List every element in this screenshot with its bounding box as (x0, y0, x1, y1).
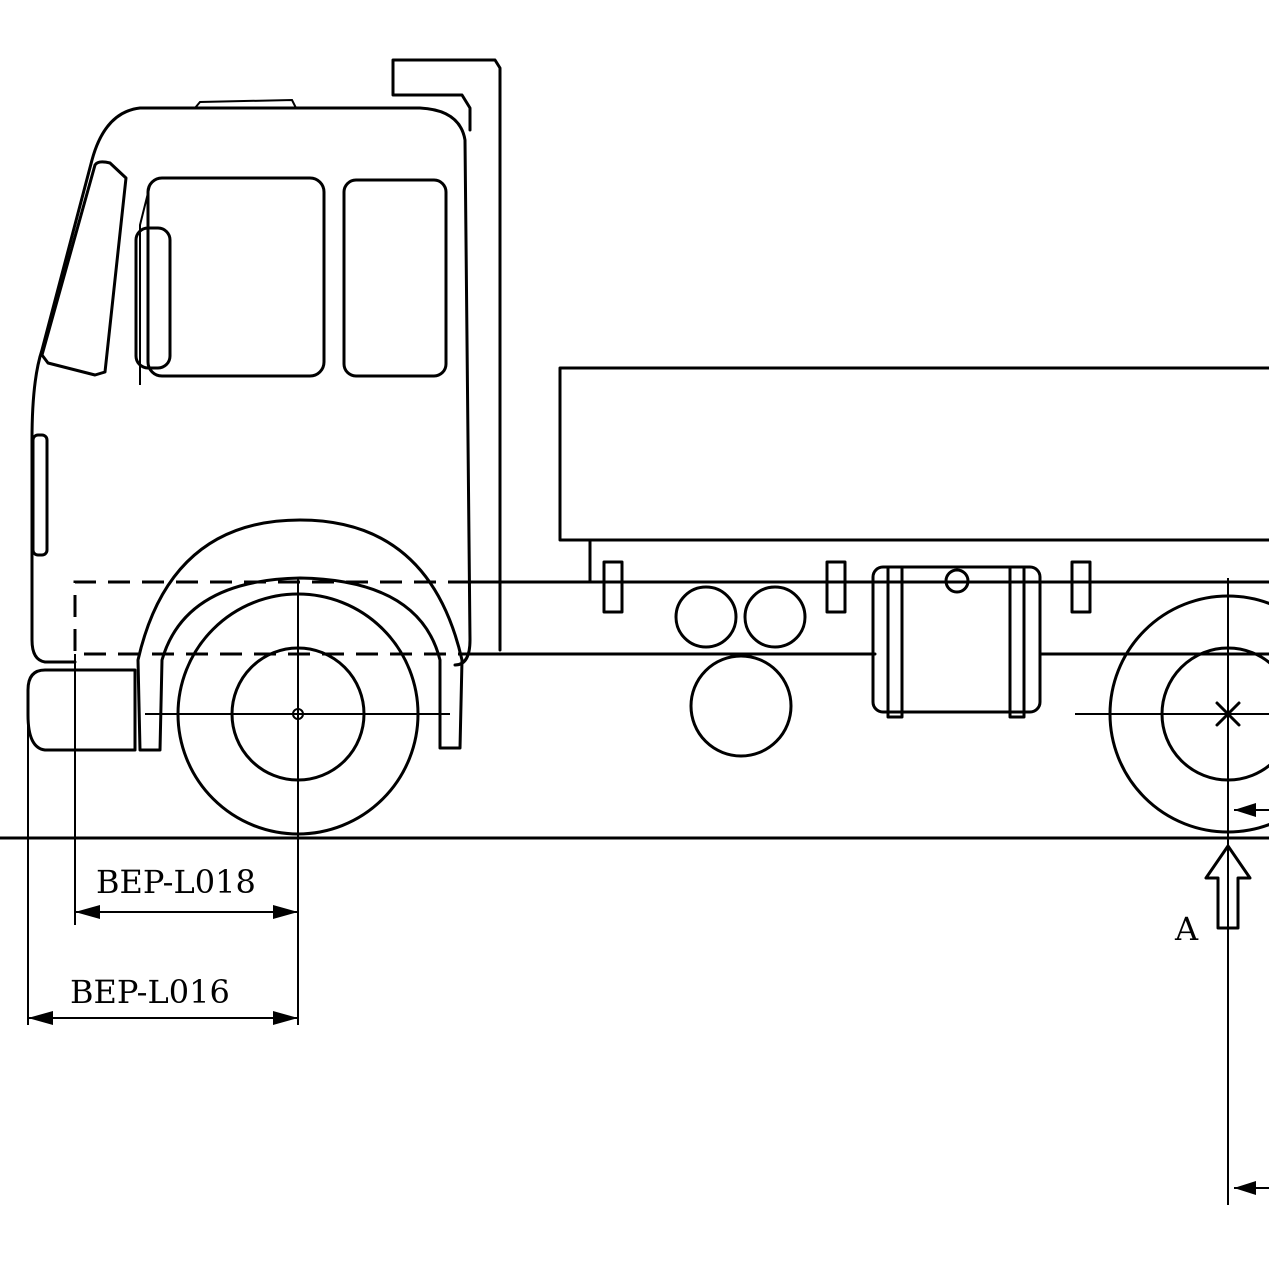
body-bracket-1 (602, 560, 624, 614)
air-tank-2 (743, 585, 807, 649)
partial-dim-arrow-upper (1234, 803, 1256, 817)
reference-arrow-a (1204, 844, 1252, 930)
cab-outline (30, 106, 472, 667)
fuel-tank (871, 565, 1042, 714)
body-bracket-2 (825, 560, 847, 614)
exhaust-stack (391, 58, 502, 652)
side-mirror (134, 226, 172, 370)
front-side-lamp (31, 433, 49, 557)
air-tank-3 (689, 654, 793, 758)
partial-dim-arrow-lower (1234, 1181, 1256, 1195)
cab-side-window-rear (342, 178, 448, 378)
front-bumper (26, 668, 137, 752)
reference-marker-a: A (1174, 910, 1199, 948)
mirror-arm (139, 184, 151, 385)
dim-label-bep-l016: BEP-L016 (70, 973, 230, 1011)
air-tank-1 (674, 585, 738, 649)
cargo-body (558, 366, 1269, 542)
front-wheel-arch (136, 518, 464, 752)
dim-arrow-right (273, 905, 298, 919)
body-bracket-3 (1070, 560, 1092, 614)
cab-side-window-front (146, 176, 326, 378)
frame-dashed-outline (73, 580, 470, 656)
dim-label-bep-l018: BEP-L018 (96, 863, 256, 901)
dim-arrow-left (75, 905, 100, 919)
fuel-tank-strap-right (1008, 565, 1026, 719)
dim-arrow-right (273, 1011, 298, 1025)
windshield (40, 160, 128, 377)
fuel-cap (944, 568, 970, 594)
roof-hatch (194, 98, 297, 109)
fuel-tank-strap-left (886, 565, 904, 719)
dim-arrow-left (28, 1011, 53, 1025)
